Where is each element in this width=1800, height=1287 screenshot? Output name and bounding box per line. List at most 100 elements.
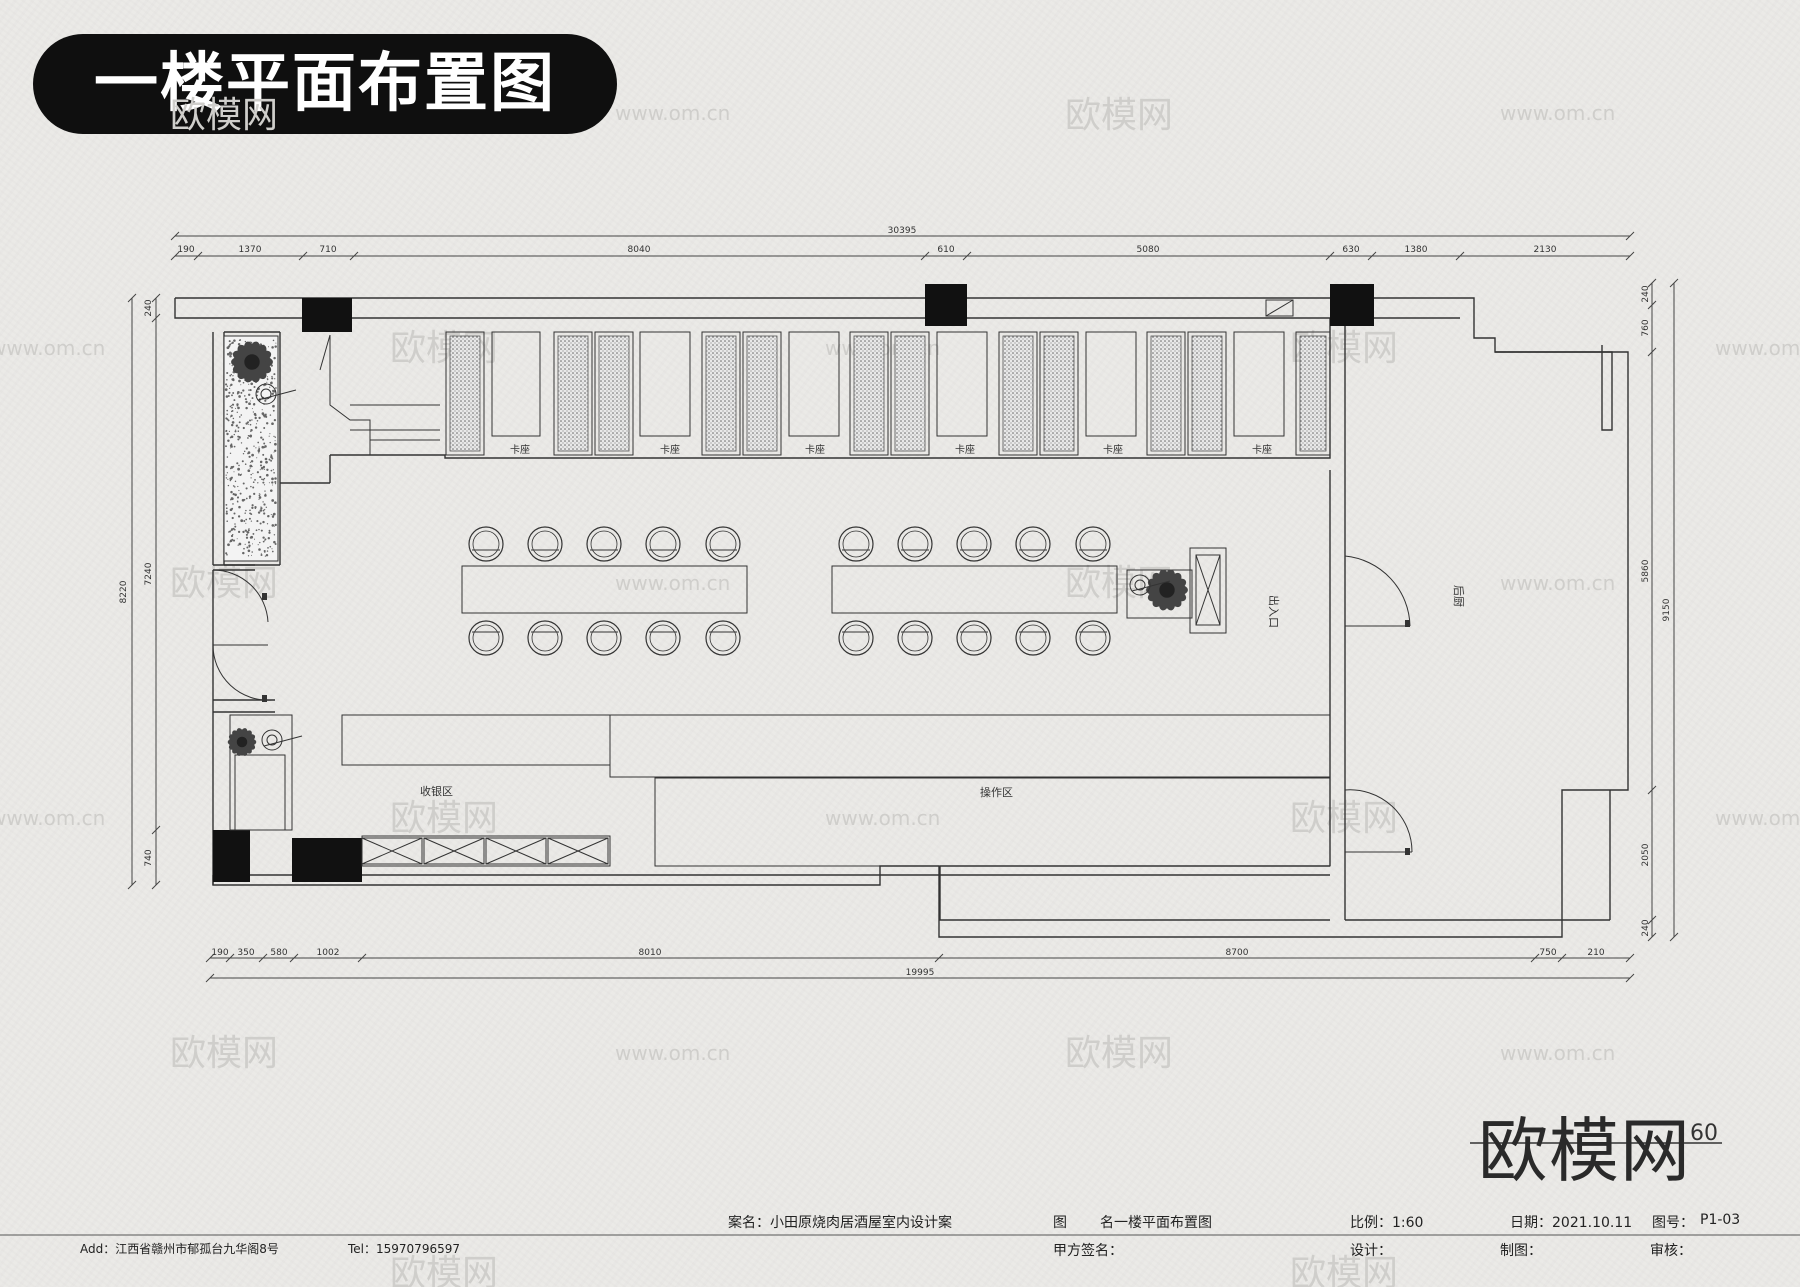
booth-seat	[1146, 331, 1186, 456]
dimension-label: 8700	[1226, 948, 1249, 958]
dimension-label: 240	[1641, 919, 1651, 936]
dim-tick	[1625, 953, 1635, 963]
planter-speckle	[273, 451, 275, 453]
dim-tick	[1647, 932, 1657, 942]
planter-speckle	[231, 341, 234, 344]
label-operation: 操作区	[980, 785, 1013, 799]
planter-speckle	[245, 400, 248, 404]
planter-speckle	[248, 528, 250, 530]
watermark-brand: 欧模网	[170, 1033, 278, 1074]
planter-speckle	[233, 445, 236, 448]
stool-seat	[842, 624, 870, 652]
planter-speckle	[275, 387, 277, 389]
planter-speckle	[238, 339, 241, 342]
dim-tick	[1625, 231, 1635, 241]
planter-speckle	[259, 522, 262, 525]
planter-speckle	[257, 511, 261, 514]
decorative-plants	[227, 341, 1188, 756]
planter-speckle	[268, 435, 270, 437]
watermark-brand: 欧模网	[390, 328, 498, 369]
planter-speckle	[273, 449, 277, 453]
planter-speckle	[268, 531, 271, 534]
dim-tick	[1647, 785, 1657, 795]
planter-speckle	[240, 391, 243, 394]
dimension-label: 610	[937, 245, 954, 255]
dimension-ticks	[127, 231, 1679, 983]
planter-speckle	[225, 503, 228, 506]
booth-seat-cushion	[1043, 335, 1075, 452]
planter-speckle	[250, 485, 252, 488]
planter-speckle	[272, 339, 275, 342]
planter-speckle	[254, 416, 257, 420]
planter-speckle	[269, 433, 271, 435]
scale-annotation: 60	[1470, 1121, 1722, 1146]
planter-speckle	[239, 492, 242, 495]
planter-speckle	[245, 509, 247, 512]
planter-speckle	[274, 378, 276, 380]
planter-speckle	[274, 543, 277, 545]
planter-speckle	[244, 340, 247, 343]
planter-speckle	[271, 499, 275, 502]
planter-speckle	[245, 406, 248, 410]
dimension-label: 1002	[317, 948, 340, 958]
planter-speckle	[252, 472, 254, 474]
planter-speckle	[264, 539, 266, 541]
planter-speckle	[266, 550, 269, 552]
footer-date: 日期：2021.10.11	[1510, 1215, 1633, 1231]
stool-seat	[1019, 624, 1047, 652]
planter-speckle	[227, 478, 229, 480]
planter-speckle	[260, 436, 263, 439]
dimension-label: 5860	[1641, 559, 1651, 582]
stool-seat	[472, 624, 500, 652]
watermark-url: www.om.cn	[615, 1041, 730, 1065]
planter-speckle	[234, 486, 236, 488]
plant-center	[1159, 582, 1175, 598]
stool-seat	[960, 530, 988, 558]
stool	[586, 526, 622, 562]
planter-speckle	[252, 481, 255, 484]
stool	[705, 526, 741, 562]
stair-area	[319, 334, 440, 455]
planter-speckle	[255, 447, 257, 449]
watermark-url: www.om.cn	[1500, 101, 1615, 125]
planter-speckle	[225, 507, 228, 510]
booth-seat-cushion	[1191, 335, 1223, 452]
planter-speckle	[250, 473, 252, 476]
watermark-url: www.om.cn	[1500, 571, 1615, 595]
stool-seat	[472, 530, 500, 558]
planter-speckle	[229, 479, 232, 482]
planter-speckle	[229, 363, 231, 365]
watermark-brand: 欧模网	[170, 563, 278, 604]
watermark-brand: 欧模网	[1065, 95, 1173, 136]
dim-tick	[193, 251, 203, 261]
planter-speckle	[237, 426, 240, 429]
planter-speckle	[263, 427, 266, 429]
planter-speckle	[274, 523, 277, 527]
planter-speckle	[248, 435, 251, 437]
planter-speckle	[263, 477, 266, 480]
planter-speckle	[252, 532, 255, 535]
watermark-brand: 欧模网	[1290, 1253, 1398, 1287]
stool-seat	[1079, 530, 1107, 558]
booth-seat-cushion	[1150, 335, 1182, 452]
dimension-label: 2050	[1641, 843, 1651, 866]
planter-speckle	[252, 486, 255, 489]
planter-speckle	[231, 538, 234, 541]
planter-speckle	[236, 500, 239, 503]
planter-speckle	[228, 430, 230, 432]
floor-lamp-inner	[260, 388, 272, 400]
dim-tick	[1455, 251, 1465, 261]
booth-seat-cushion	[746, 335, 778, 452]
footer-design: 设计：	[1350, 1243, 1392, 1259]
planter-speckle	[265, 460, 268, 464]
booth-seat-cushion	[557, 335, 589, 452]
planter-speckle	[250, 460, 254, 463]
planter-speckle	[271, 550, 274, 553]
stool	[705, 620, 741, 656]
stool-seat	[960, 624, 988, 652]
planter-speckle	[245, 422, 248, 425]
planter-speckle	[273, 373, 276, 376]
